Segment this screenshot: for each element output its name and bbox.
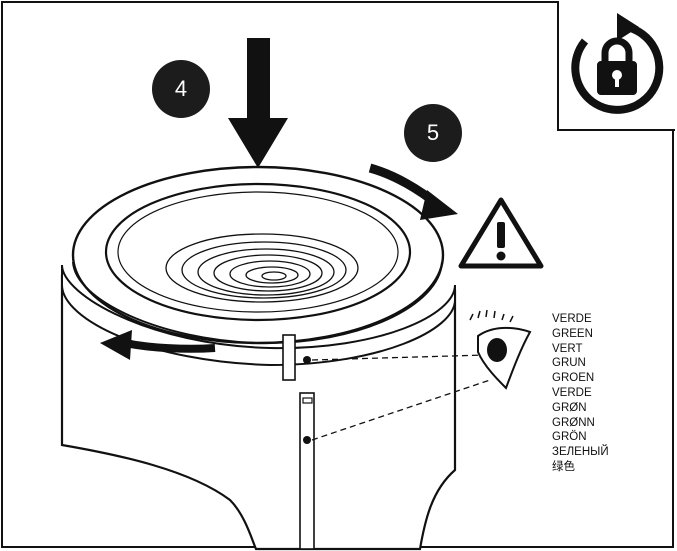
step-5-badge: 5 xyxy=(404,104,462,162)
color-label: VERT xyxy=(552,342,583,355)
rotate-lock-icon xyxy=(571,13,664,114)
color-label: 绿色 xyxy=(552,460,575,473)
sight-line-lower xyxy=(311,379,491,441)
color-label-list: VERDE GREEN VERT GRUN GROEN VERDE GRØN G… xyxy=(552,312,609,475)
warning-triangle-icon xyxy=(458,197,544,269)
color-label: GREEN xyxy=(552,327,593,340)
collar-arrow-head xyxy=(100,330,132,360)
color-label: VERDE xyxy=(552,386,592,399)
color-label: GRÖN xyxy=(552,431,587,444)
press-down-arrow xyxy=(228,38,288,168)
eye-icon xyxy=(469,309,532,390)
color-label: GRØN xyxy=(552,401,587,414)
step-4-badge: 4 xyxy=(152,60,210,118)
indicator-window xyxy=(302,397,313,404)
lid-inner-ring-2 xyxy=(117,191,399,313)
collar-arrow-shaft xyxy=(124,339,216,353)
step-4-label: 4 xyxy=(174,76,188,101)
lid-rim xyxy=(72,261,443,345)
lid-inner-ring xyxy=(104,182,412,322)
green-dot-lower xyxy=(303,436,311,444)
step-5-label: 5 xyxy=(426,120,440,145)
color-label: GROEN xyxy=(552,372,595,385)
collar-indicator-slot xyxy=(282,334,296,381)
green-dot-upper xyxy=(303,356,311,364)
body-indicator-strip xyxy=(299,392,315,550)
coil-spiral xyxy=(165,233,359,303)
color-label: VERDE xyxy=(552,313,592,325)
color-label: GRØNN xyxy=(552,416,595,429)
color-label: GRUN xyxy=(552,357,586,370)
sight-line-upper xyxy=(311,354,487,361)
rotate-arrow-head xyxy=(420,190,458,220)
color-label: ЗЕЛЕНЫЙ xyxy=(552,446,609,459)
lock-icon-box xyxy=(557,1,675,131)
